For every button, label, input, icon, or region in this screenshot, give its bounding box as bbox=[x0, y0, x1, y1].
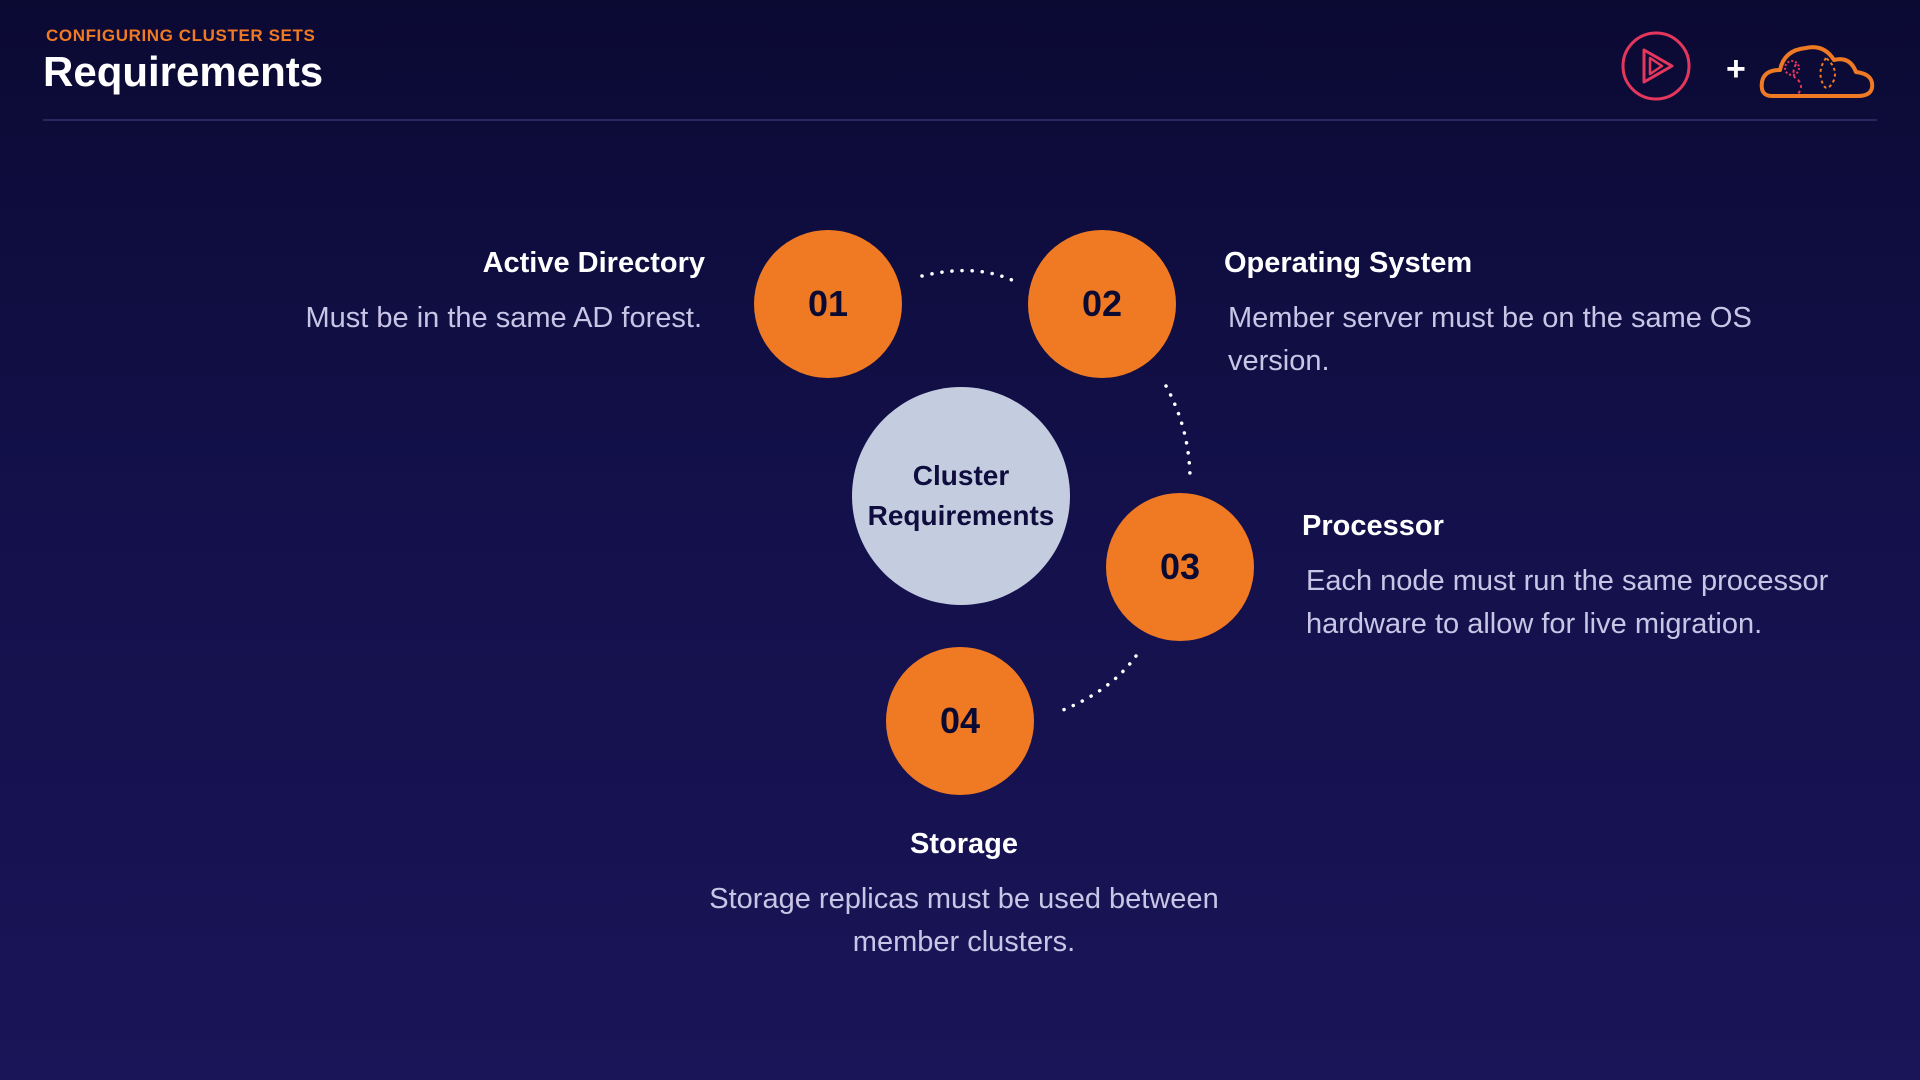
item-03-title: Processor bbox=[1302, 510, 1444, 542]
connector-03-04 bbox=[1056, 654, 1138, 714]
item-04-title: Storage bbox=[910, 828, 1018, 860]
section-eyebrow: CONFIGURING CLUSTER SETS bbox=[46, 26, 316, 45]
node-03: 03 bbox=[1106, 493, 1254, 641]
item-01-description: Must be in the same AD forest. bbox=[305, 302, 702, 334]
header-divider bbox=[43, 119, 1877, 121]
page-title: Requirements bbox=[43, 48, 324, 95]
node-01-number: 01 bbox=[807, 283, 849, 324]
node-02-number: 02 bbox=[1081, 283, 1123, 324]
node-03-number: 03 bbox=[1159, 546, 1201, 587]
logo-group: + bbox=[1621, 31, 1875, 101]
center-label-line2: Requirements bbox=[867, 500, 1055, 531]
node-04-number: 04 bbox=[939, 700, 981, 741]
item-04-description: Storage replicas must be used between me… bbox=[709, 883, 1219, 958]
connector-01-02 bbox=[920, 268, 1022, 286]
item-02-description: Member server must be on the same OS ver… bbox=[1228, 302, 1752, 377]
item-01-title: Active Directory bbox=[482, 247, 705, 279]
item-03-description: Each node must run the same processor ha… bbox=[1306, 565, 1829, 640]
connector-02-03 bbox=[1164, 384, 1192, 482]
center-label-line1: Cluster bbox=[912, 460, 1010, 491]
cloud-logo-icon bbox=[1759, 45, 1875, 98]
item-02-title: Operating System bbox=[1224, 247, 1473, 279]
play-logo-icon bbox=[1621, 31, 1691, 101]
node-02: 02 bbox=[1028, 230, 1176, 378]
node-04: 04 bbox=[886, 647, 1034, 795]
center-node: Cluster Requirements bbox=[852, 387, 1070, 605]
plus-sign: + bbox=[1726, 50, 1746, 88]
node-01: 01 bbox=[754, 230, 902, 378]
